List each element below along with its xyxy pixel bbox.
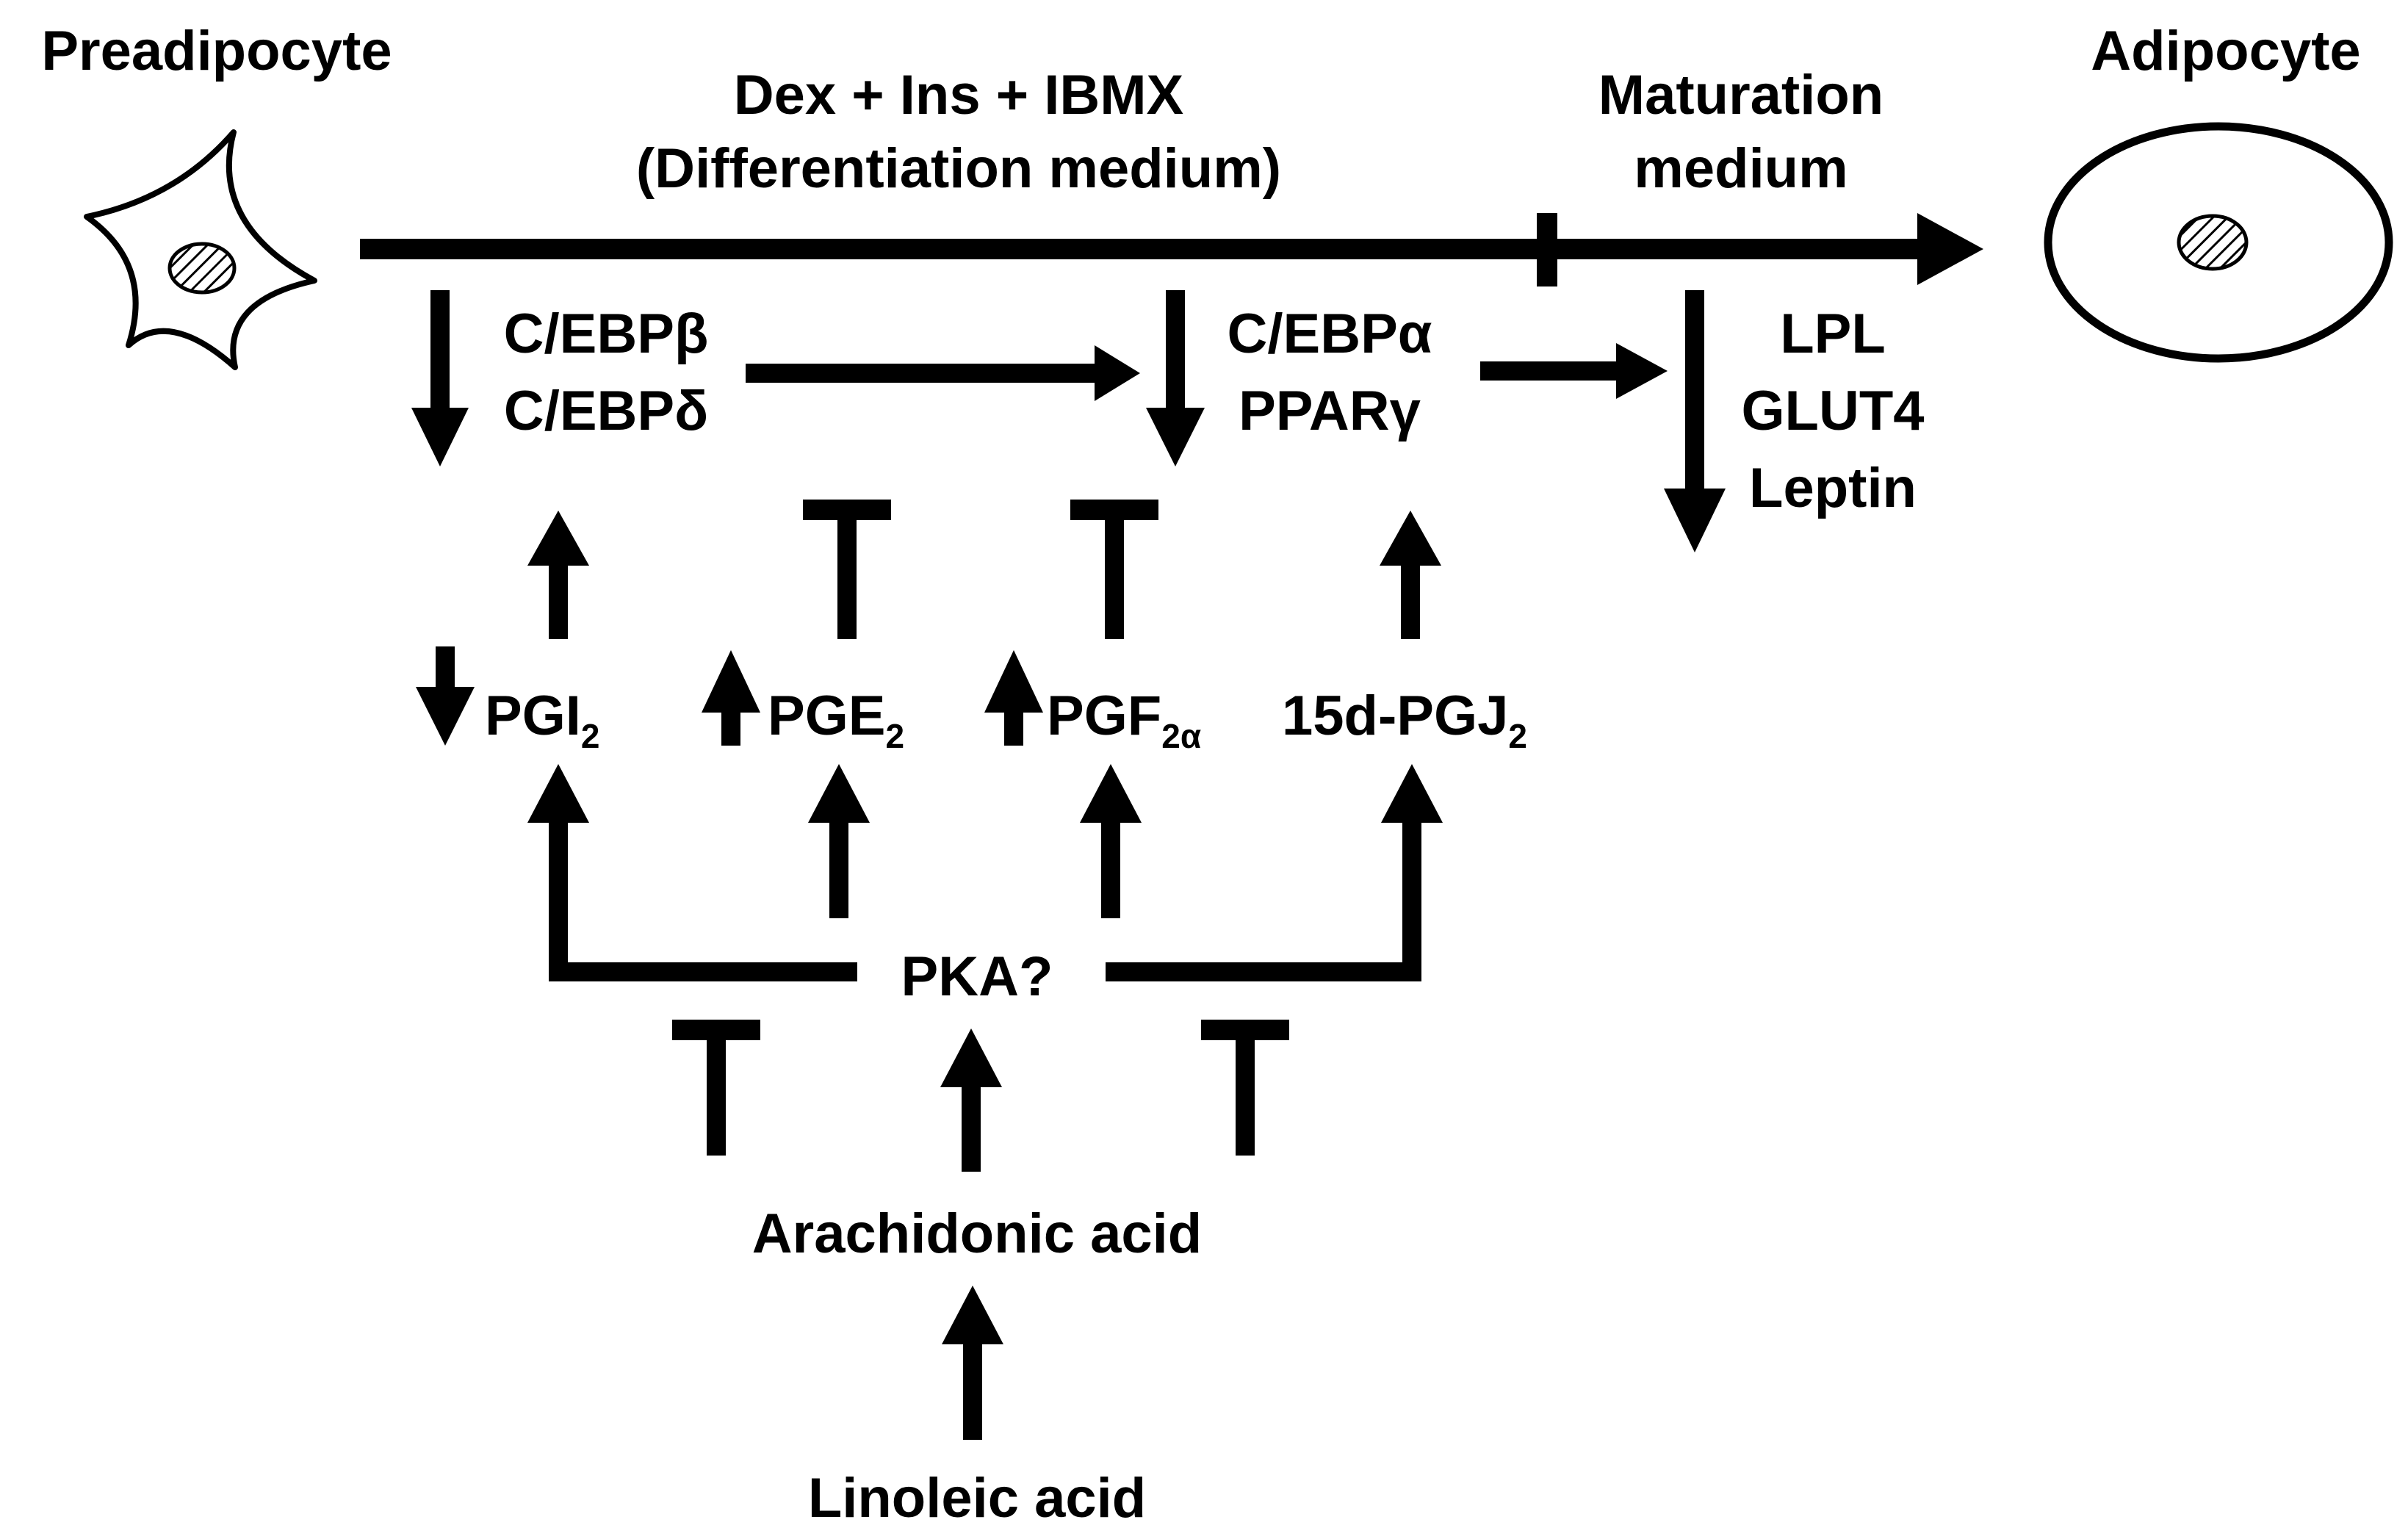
up-arrow-pge2-increase — [702, 650, 760, 746]
down-arrow-late-factors — [1146, 290, 1205, 466]
maturation-medium-line2: medium — [1634, 137, 1848, 200]
15d-pgj2-label: 15d-PGJ2 — [1282, 685, 1527, 755]
glut4-label: GLUT4 — [1741, 380, 1924, 442]
preadipocyte-label: Preadipocyte — [41, 20, 392, 82]
down-arrow-pgi2-decrease — [416, 646, 475, 746]
phase-divider-tick — [1537, 213, 1557, 286]
preadipocyte-cell-icon — [84, 129, 317, 370]
up-arrow-pgi2-to-early — [527, 511, 589, 639]
ppar-gamma-label: PPARγ — [1239, 380, 1421, 442]
maturation-medium-line1: Maturation — [1598, 64, 1883, 126]
differentiation-medium-line1: Dex + Ins + IBMX — [734, 64, 1184, 126]
inhibit-left-arachidonic-to-pka — [672, 1020, 760, 1156]
inhibit-right-arachidonic-to-pka — [1201, 1020, 1289, 1156]
up-arrow-pgj2-to-late — [1380, 511, 1441, 639]
inhibit-pgf2a-to-late — [1070, 500, 1158, 639]
inhibit-pge2-to-early — [803, 500, 891, 639]
cebp-beta-label: C/EBPβ — [504, 303, 709, 365]
cebp-alpha-label: C/EBPα — [1228, 303, 1432, 365]
pge2-label: PGE2 — [768, 685, 904, 755]
timeline-arrow — [360, 213, 1983, 286]
up-arrow-linoleic-to-arachidonic — [942, 1286, 1003, 1440]
up-arrow-arachidonic-to-pka — [940, 1028, 1002, 1172]
pgi2-label: PGI2 — [485, 685, 600, 755]
cebp-delta-label: C/EBPδ — [504, 380, 708, 442]
lpl-label: LPL — [1780, 303, 1886, 365]
pka-branch-connectors — [527, 764, 1443, 981]
pgf2a-label: PGF2α — [1047, 685, 1201, 755]
leptin-label: Leptin — [1749, 457, 1917, 519]
linoleic-acid-label: Linoleic acid — [808, 1467, 1146, 1529]
adipocyte-label: Adipocyte — [2091, 20, 2360, 82]
down-arrow-markers — [1664, 290, 1726, 552]
arrow-early-to-late-factors — [746, 345, 1140, 401]
down-arrow-early-factors — [411, 290, 469, 466]
up-arrow-pgf2a-increase — [984, 650, 1043, 746]
adipocyte-cell-icon — [2044, 122, 2393, 363]
pka-label: PKA? — [901, 945, 1053, 1008]
arachidonic-acid-label: Arachidonic acid — [752, 1203, 1202, 1265]
arrow-late-factors-to-markers — [1480, 343, 1668, 399]
differentiation-medium-line2: (Differentiation medium) — [636, 137, 1281, 200]
